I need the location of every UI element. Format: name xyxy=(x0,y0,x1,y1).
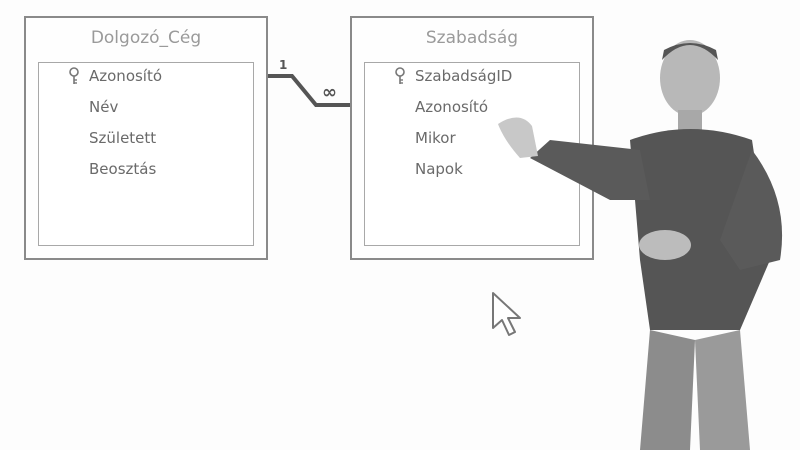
field-szuletett[interactable]: Született xyxy=(89,129,157,147)
relationship-one-label: 1 xyxy=(279,58,288,72)
relationship-many-label: ∞ xyxy=(322,82,337,103)
relationship-line[interactable] xyxy=(268,60,352,120)
field-azonosito[interactable]: Azonosító xyxy=(415,98,489,116)
field-list[interactable]: Azonosító Név Született Beosztás xyxy=(38,62,254,246)
table-title: Szabadság xyxy=(425,28,519,48)
table-dolgozo-ceg[interactable]: Dolgozó_Cég Azonosító Név Született Beos… xyxy=(24,16,268,260)
field-mikor[interactable]: Mikor xyxy=(415,129,456,147)
key-icon xyxy=(69,67,79,84)
presenter-figure xyxy=(498,40,783,450)
mouse-pointer-icon xyxy=(492,292,521,336)
field-nev[interactable]: Név xyxy=(89,98,119,116)
field-beosztas[interactable]: Beosztás xyxy=(89,160,157,178)
field-szabadsagid[interactable]: SzabadságID xyxy=(415,67,513,85)
field-azonosito[interactable]: Azonosító xyxy=(89,67,163,85)
field-napok[interactable]: Napok xyxy=(415,160,463,178)
table-title: Dolgozó_Cég xyxy=(90,28,202,48)
key-icon xyxy=(395,67,405,84)
